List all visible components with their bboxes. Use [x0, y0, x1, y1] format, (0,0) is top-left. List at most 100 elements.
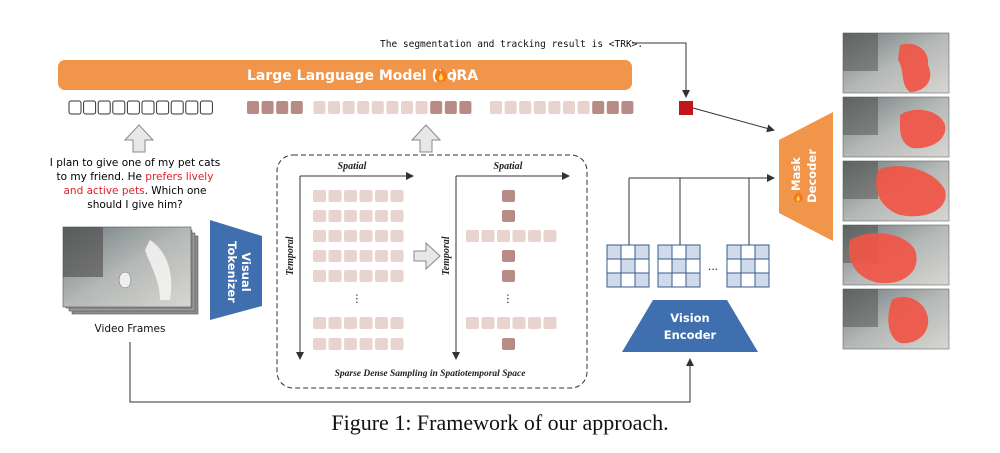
feature-cell: [620, 244, 636, 260]
feature-cell: [620, 258, 636, 274]
visual-token: [459, 101, 472, 114]
feature-cell: [740, 244, 756, 260]
visual-token: [533, 101, 546, 114]
dense-token: [375, 250, 388, 262]
text-token-row: [68, 100, 213, 115]
text-token: [156, 100, 170, 115]
feature-cell: [754, 244, 770, 260]
feature-cell: [657, 258, 673, 274]
dense-token: [313, 270, 326, 282]
dense-sampling-panel: Spatial Temporal ⋮: [285, 161, 414, 360]
svg-text:and active pets. Which one: and active pets. Which one: [64, 185, 207, 197]
feature-cell: [740, 258, 756, 274]
feature-cell: [740, 272, 756, 288]
dense-token: [359, 190, 373, 202]
feature-cell: [671, 272, 687, 288]
svg-text:I plan to give one of my pet c: I plan to give one of my pet cats: [50, 157, 220, 169]
mask-decoder: Mask Decoder: [779, 112, 833, 241]
visual-token: [261, 101, 274, 114]
visual-token: [357, 101, 370, 114]
temporal-axis-label: Temporal: [441, 236, 452, 275]
text-token: [112, 100, 126, 115]
spatial-axis-label: Spatial: [338, 161, 367, 172]
dense-token: [344, 190, 357, 202]
dense-token: [344, 270, 357, 282]
feature-cell: [657, 272, 673, 288]
dense-token: [313, 317, 326, 329]
feature-cell: [685, 258, 701, 274]
text-token: [83, 100, 97, 115]
dense-token: [466, 230, 479, 242]
dense-token: [375, 317, 388, 329]
gray-up-arrow-icon: [410, 124, 442, 153]
dense-token: [328, 190, 342, 202]
feature-cell: [606, 272, 622, 288]
output-frame: [842, 288, 950, 350]
dense-token: [313, 338, 326, 350]
svg-text:Vision: Vision: [670, 311, 710, 325]
dense-token: [512, 317, 526, 329]
feature-cell: [726, 258, 742, 274]
spatial-axis-label: Spatial: [494, 161, 523, 172]
output-frame: [842, 160, 950, 222]
svg-text:Decoder: Decoder: [805, 149, 819, 203]
feature-cell: [606, 258, 622, 274]
feature-cell: [606, 244, 622, 260]
output-frame: [842, 32, 950, 94]
sparse-token: [502, 270, 515, 282]
dense-token: [344, 210, 357, 222]
feature-cell: [685, 244, 701, 260]
feature-cell: [754, 272, 770, 288]
sampling-box: [276, 154, 588, 389]
result-arrow: [632, 42, 690, 98]
dense-token: [328, 210, 342, 222]
output-mask-frames: [842, 32, 950, 350]
feature-cell: [657, 244, 673, 260]
sparse-ellipsis: ⋮: [503, 293, 514, 305]
dense-token: [328, 317, 342, 329]
feature-grid: [657, 244, 701, 288]
vision-encoder: Vision Encoder: [622, 300, 758, 352]
visual-token: [519, 101, 532, 114]
feature-maps: [606, 244, 770, 288]
dense-token: [543, 317, 557, 329]
dense-token: [359, 250, 373, 262]
sparse-token: [502, 210, 515, 222]
output-frame: [842, 224, 950, 286]
temporal-axis-label: Temporal: [285, 236, 296, 275]
fire-icon: [793, 190, 803, 202]
text-token: [68, 100, 82, 115]
feature-cell: [634, 258, 650, 274]
text-token: [170, 100, 184, 115]
cat-mask: [888, 296, 929, 344]
dense-token: [344, 317, 357, 329]
dense-token: [390, 210, 404, 222]
feature-cell: [685, 272, 701, 288]
framework-diagram: Large Language Model (LoRA ) The segment…: [50, 32, 950, 403]
cat-mask: [848, 233, 917, 284]
dense-token: [375, 210, 388, 222]
frame-furniture: [843, 161, 878, 199]
visual-token: [276, 101, 289, 114]
dense-token: [466, 317, 479, 329]
dense-token: [313, 190, 326, 202]
dense-token: [328, 338, 342, 350]
dense-token: [390, 250, 404, 262]
dense-token: [390, 190, 404, 202]
dense-token: [375, 230, 388, 242]
dense-token: [390, 230, 404, 242]
sparse-token: [502, 338, 515, 350]
dense-token: [375, 338, 388, 350]
output-frame: [842, 96, 950, 158]
figure-caption: Figure 1: Framework of our approach.: [331, 410, 669, 435]
visual-token: [290, 101, 303, 114]
dense-token: [359, 317, 373, 329]
gray-up-arrow-icon: [123, 124, 155, 153]
feature-ellipsis: ...: [708, 261, 718, 273]
dense-token: [497, 230, 510, 242]
trk-to-decoder-arrow: [692, 107, 775, 133]
dense-token: [344, 338, 357, 350]
visual-token: [444, 101, 457, 114]
gray-right-arrow-icon: [413, 241, 441, 271]
visual-token: [401, 101, 413, 114]
